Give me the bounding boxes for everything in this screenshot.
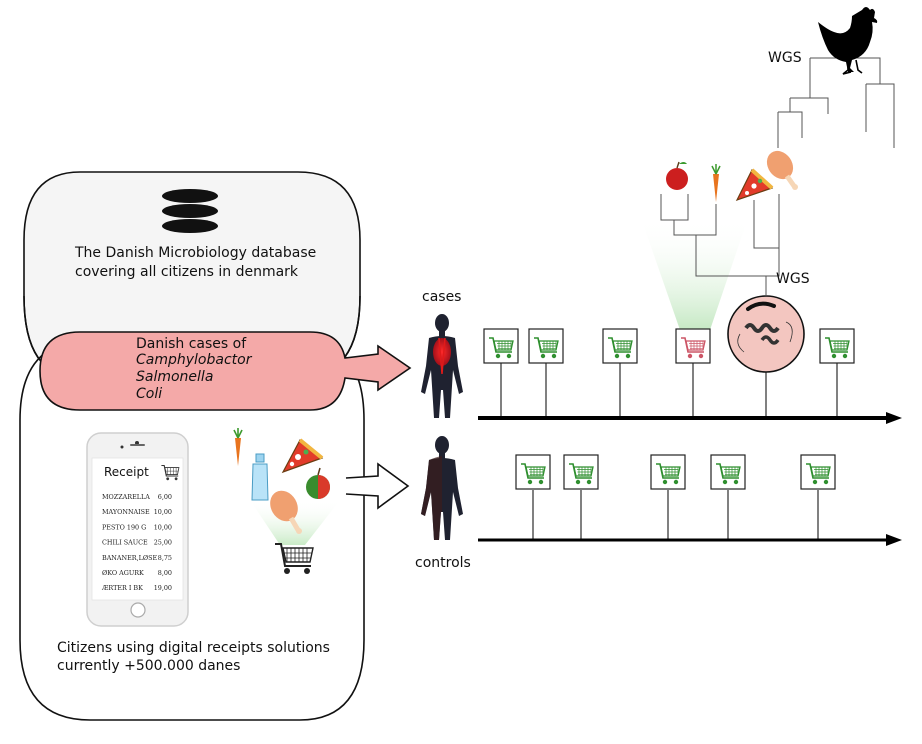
controls-label: controls [415,555,471,571]
receipt-title: Receipt [104,465,149,479]
receipt-item-name: ÆRTER I BK [101,584,143,592]
case-purchase-suspect [675,328,711,418]
case-human-figure [421,314,463,418]
controls-timeline-axis [478,534,902,546]
receipt-line: CHILI SAUCE 25,00 [102,539,172,547]
bacteria-icon [727,295,805,418]
control-purchase-1 [515,454,551,540]
receipt-line: MOZZARELLA 6,00 [102,493,172,501]
apple-icon [306,467,330,499]
tree-carrot-icon [711,164,721,202]
cases-arrow-shape [39,331,412,411]
bottle-icon [251,453,269,501]
tree-apple-icon [666,161,688,190]
receipt-item-price: 6,00 [158,493,172,501]
receipt-item-price: 25,00 [154,539,172,547]
receipt-line: MAYONNAISE 10,00 [102,508,172,516]
receipt-item-price: 8,75 [158,554,172,562]
receipt-item-name: BANANER,LØSE [102,554,157,562]
carrot-icon [233,428,243,466]
citizens-label-line1: Citizens using digital receipts solution… [57,640,330,656]
control-purchase-3 [650,454,686,540]
citizens-label-line2: currently +500.000 danes [57,658,240,674]
shopping-cart-icon [275,543,314,574]
organism-1: Camphylobactor [136,352,253,368]
database-icon [162,189,218,233]
receipt-line: ØKO AGURK 8,00 [102,569,172,577]
organism-2: Salmonella [136,369,213,385]
receipt-item-name: ØKO AGURK [102,569,144,577]
receipt-item-price: 10,00 [154,523,172,531]
food-tree [660,194,780,296]
drumstick-icon [270,490,302,534]
wgs-label-middle: WGS [776,271,810,287]
receipt-item-name: MOZZARELLA [102,493,150,501]
case-purchase-3 [602,328,638,418]
chicken-tree [777,57,895,148]
tree-drumstick-icon [766,150,798,190]
database-label-line1: The Danish Microbiology database [74,245,316,261]
cases-label: cases [422,289,461,305]
receipt-line: ÆRTER I BK 19,00 [101,584,172,592]
phone-icon [86,432,189,627]
citizens-arrow [345,462,410,510]
control-purchase-4 [710,454,746,540]
database-label-line2: covering all citizens in denmark [75,264,299,280]
cases-timeline-axis [478,412,902,424]
receipt-item-name: CHILI SAUCE [102,539,148,547]
organism-3: Coli [136,386,162,402]
case-purchase-2 [528,328,564,418]
cases-box-title: Danish cases of [136,336,247,352]
control-purchase-2 [563,454,599,540]
wgs-label-top: WGS [768,50,802,66]
receipt-cart-icon [161,464,180,481]
case-purchase-1 [483,328,519,418]
tree-pizza-icon [735,168,774,202]
receipt-item-price: 10,00 [154,508,172,516]
pizza-icon [281,438,324,474]
receipt-item-price: 19,00 [154,584,172,592]
receipt-item-name: PESTO 190 G [102,523,146,531]
receipt-item-name: MAYONNAISE [102,508,150,516]
case-glow [641,218,748,330]
control-human-figure [421,436,463,540]
chicken-icon [818,7,878,75]
control-purchase-5 [800,454,836,540]
receipt-line: PESTO 190 G 10,00 [102,523,172,531]
case-purchase-6 [819,328,855,418]
receipt-item-price: 8,00 [158,569,172,577]
